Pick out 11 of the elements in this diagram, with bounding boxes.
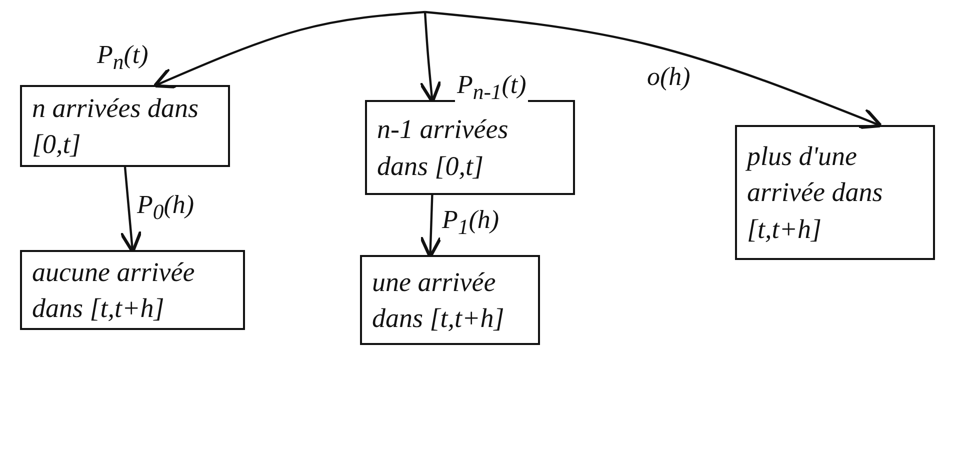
box-text: n arrivées dans [0,t] [32, 92, 200, 161]
box-text: n-1 arrivées dans [0,t] [377, 113, 510, 182]
text-box [360, 255, 540, 345]
box-text: aucune arrivée dans [t,t+h] [32, 256, 196, 325]
arrow [424, 10, 882, 130]
box-text: plus d'une arrivée dans [t,t+h] [747, 140, 884, 246]
text-box [20, 85, 230, 167]
text-box [20, 250, 245, 330]
text-box [735, 125, 935, 260]
arrow [153, 10, 426, 89]
box-text: une arrivée dans [t,t+h] [372, 266, 506, 335]
